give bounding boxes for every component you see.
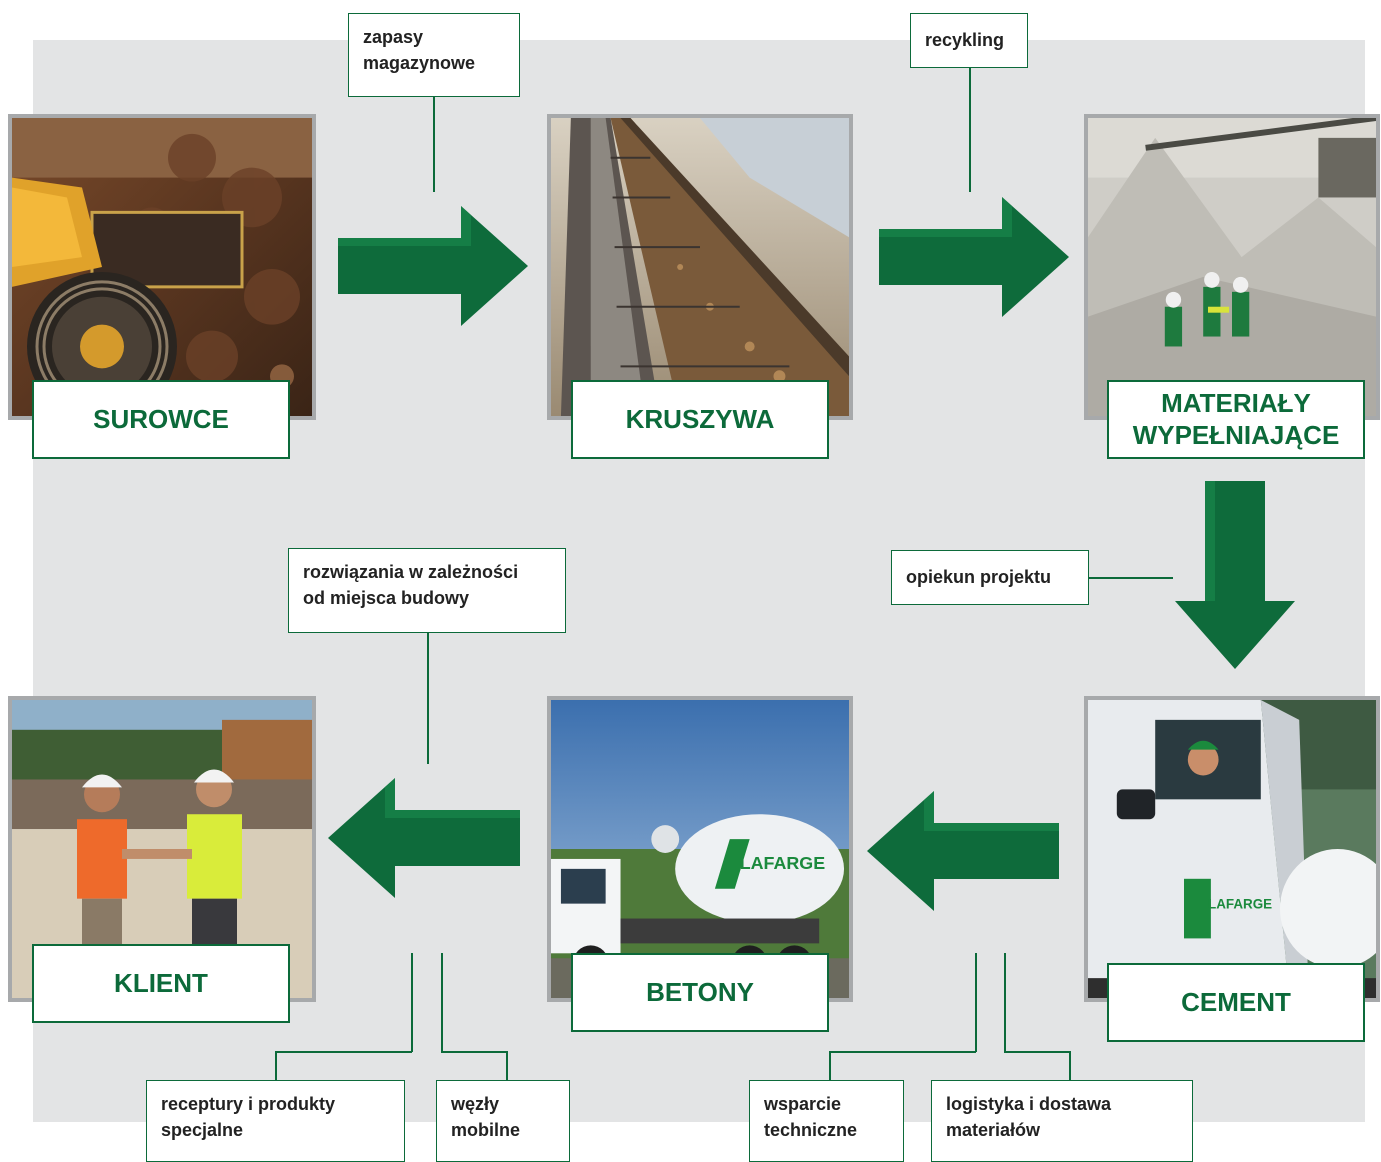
arrow-left-icon <box>328 778 520 898</box>
connector-line <box>506 1051 508 1080</box>
connector-line <box>441 1051 507 1053</box>
stage-label-surowce: SUROWCE <box>32 380 290 459</box>
gravel-piles-workers-photo <box>1084 114 1380 420</box>
connector-line <box>1004 1051 1070 1053</box>
svg-text:LAFARGE: LAFARGE <box>740 853 825 873</box>
stage-label-betony: BETONY <box>571 953 829 1032</box>
connector-line <box>441 953 443 1052</box>
cement-truck-driver-photo: LAFARGE <box>1084 696 1380 1002</box>
connector-line <box>275 1051 277 1080</box>
stage-label-klient: KLIENT <box>32 944 290 1023</box>
arrow-right-icon <box>338 206 528 326</box>
connector-line <box>975 953 977 1052</box>
note-opiekun: opiekun projektu <box>891 550 1089 605</box>
arrow-down-icon <box>1175 481 1295 669</box>
svg-text:LAFARGE: LAFARGE <box>1208 896 1272 911</box>
connector-line <box>829 1051 976 1053</box>
note-recykling: recykling <box>910 13 1028 68</box>
arrow-left-icon <box>867 791 1059 911</box>
connector-line <box>275 1051 412 1053</box>
connector-line <box>1069 1051 1071 1080</box>
arrow-right-icon <box>879 197 1069 317</box>
connector-line <box>1089 577 1173 579</box>
connector-line <box>969 68 971 192</box>
connector-line <box>433 96 435 192</box>
connector-line <box>829 1051 831 1080</box>
mining-loader-photo <box>8 114 316 420</box>
connector-line <box>1004 953 1006 1052</box>
connector-line <box>427 632 429 764</box>
stage-label-cement: CEMENT <box>1107 963 1365 1042</box>
conveyor-belt-photo <box>547 114 853 420</box>
stage-label-kruszywa: KRUSZYWA <box>571 380 829 459</box>
connector-line <box>411 953 413 1052</box>
